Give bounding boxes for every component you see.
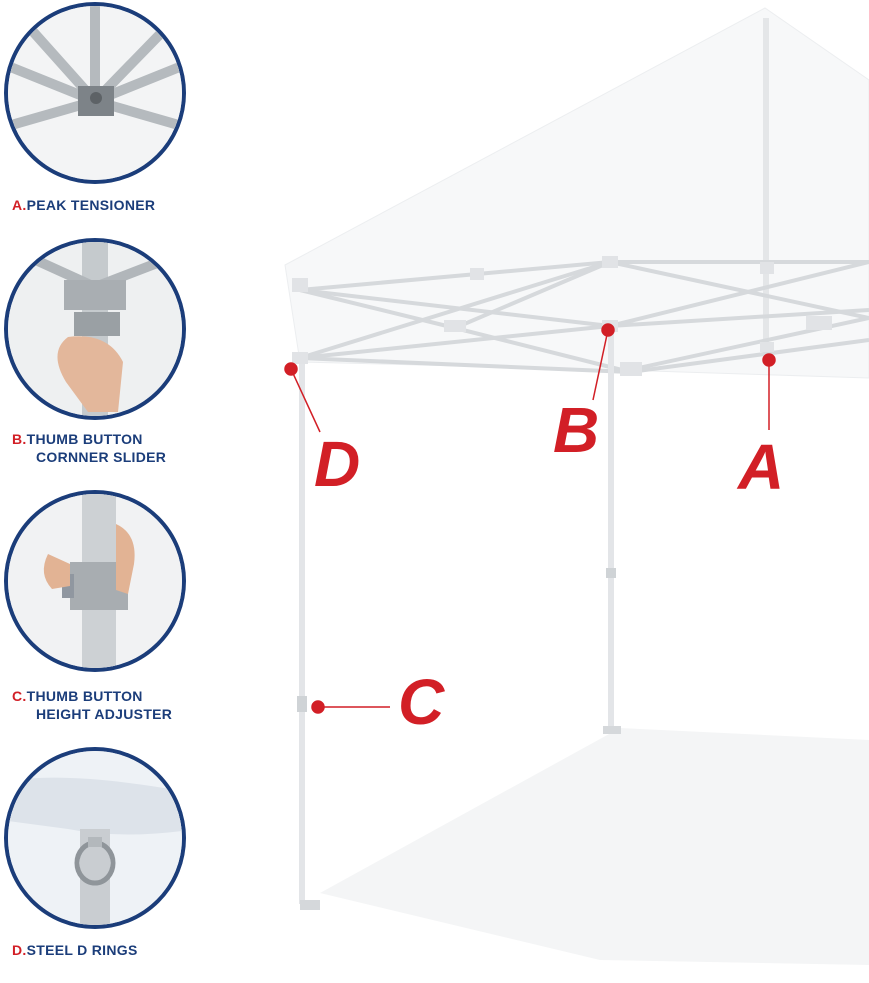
callout-c-label: C xyxy=(398,666,445,738)
caption-b: B.THUMB BUTTON CORNNER SLIDER xyxy=(12,430,166,466)
caption-b-text-line2: CORNNER SLIDER xyxy=(36,449,167,465)
caption-c-letter: C. xyxy=(12,688,27,704)
height-adjuster-back xyxy=(606,568,616,578)
caption-d: D.STEEL D RINGS xyxy=(12,941,138,959)
foot-plate-back xyxy=(603,726,621,734)
peak-pole xyxy=(763,18,769,348)
detail-circle-corner-slider xyxy=(4,238,186,420)
leg-back xyxy=(608,330,614,730)
height-adjuster-left xyxy=(297,696,307,712)
canopy-floor xyxy=(320,728,869,965)
caption-b-letter: B. xyxy=(12,431,27,447)
callout-markers xyxy=(284,323,776,714)
caption-d-letter: D. xyxy=(12,942,27,958)
caption-c: C.THUMB BUTTON HEIGHT ADJUSTER xyxy=(12,687,172,723)
caption-b-text-line1: THUMB BUTTON xyxy=(26,431,143,447)
height-adjuster-photo xyxy=(8,494,182,668)
caption-d-text: STEEL D RINGS xyxy=(26,942,138,958)
caption-a: A.PEAK TENSIONER xyxy=(12,196,155,214)
caption-a-letter: A. xyxy=(12,197,27,213)
detail-circle-height-adjuster xyxy=(4,490,186,672)
caption-a-text: PEAK TENSIONER xyxy=(26,197,156,213)
steel-d-rings-photo xyxy=(8,751,182,925)
callout-a-label: A xyxy=(738,431,785,503)
corner-slider-photo xyxy=(8,242,182,416)
caption-c-text-line2: HEIGHT ADJUSTER xyxy=(36,706,173,722)
leg-front-left xyxy=(299,364,305,904)
callout-b-label: B xyxy=(553,394,600,466)
caption-c-text-line1: THUMB BUTTON xyxy=(26,688,143,704)
foot-plate-left xyxy=(300,900,320,910)
callout-d-label: D xyxy=(314,428,361,500)
peak-tensioner-photo xyxy=(8,6,182,180)
detail-circle-steel-d-rings xyxy=(4,747,186,929)
detail-circle-peak-tensioner xyxy=(4,2,186,184)
